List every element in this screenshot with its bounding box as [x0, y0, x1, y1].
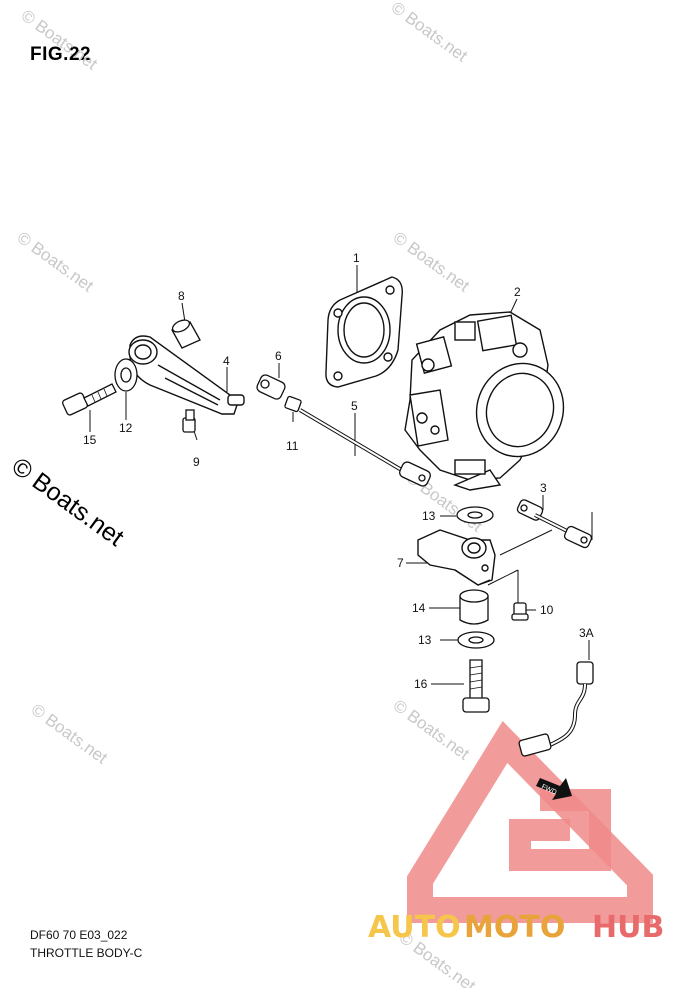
bracket-part	[417, 529, 496, 586]
throttle-body-part	[404, 311, 565, 491]
callout-15: 15	[83, 433, 97, 447]
watermark-layer: © Boats.net © Boats.net © Boats.net © Bo…	[6, 0, 486, 988]
callout-2: 2	[514, 285, 521, 299]
callout-1: 1	[353, 251, 360, 265]
callout-13-lower: 13	[418, 633, 432, 647]
gasket-part	[325, 276, 403, 388]
callout-6: 6	[275, 349, 282, 363]
callout-5: 5	[351, 399, 358, 413]
nut-part	[284, 395, 302, 413]
figure-caption: THROTTLE BODY-C	[30, 946, 143, 960]
link-rod-part	[516, 499, 593, 549]
pin-part	[182, 409, 196, 433]
brand-logo: AUTO MOTO HUB	[368, 721, 664, 945]
callout-12: 12	[119, 421, 133, 435]
brand-triangle-icon	[407, 721, 653, 923]
figure-title: FIG.22	[30, 44, 92, 65]
callout-9: 9	[193, 455, 200, 469]
collar-part	[171, 319, 201, 349]
watermark-small: © Boats.net	[18, 6, 101, 74]
callout-16: 16	[414, 677, 428, 691]
callout-8: 8	[178, 289, 185, 303]
screw-part	[511, 602, 529, 621]
callout-3: 3	[540, 481, 547, 495]
watermark-large: © Boats.net	[6, 452, 128, 552]
callout-labels: 1 2 3 3A 4 5 6 7 8 9 10 11 12 13 13 14 1…	[83, 251, 594, 691]
callout-4: 4	[223, 354, 230, 368]
brand-text-auto: AUTO	[368, 910, 461, 945]
watermark-small: © Boats.net	[388, 0, 471, 66]
callout-7: 7	[397, 556, 404, 570]
watermark-small: © Boats.net	[390, 696, 473, 764]
brand-text-hub: HUB	[592, 910, 664, 945]
washer-lower-part	[457, 631, 495, 649]
rod-end-part	[256, 374, 286, 400]
bolt-left-part	[61, 383, 117, 416]
figure-code: DF60 70 E03_022	[30, 928, 128, 942]
throttle-rod-part	[298, 408, 431, 487]
leader-lines	[89, 265, 593, 685]
washer-part	[114, 358, 138, 392]
callout-3a: 3A	[579, 626, 594, 640]
spacer-part	[459, 589, 489, 625]
watermark-small: © Boats.net	[28, 700, 111, 768]
watermark-small: © Boats.net	[14, 228, 97, 296]
brand-text-moto: MOTO	[464, 910, 565, 945]
callout-14: 14	[412, 601, 426, 615]
callout-11: 11	[286, 439, 299, 453]
washer-upper-part	[456, 506, 494, 524]
callout-10: 10	[540, 603, 554, 617]
callout-13-upper: 13	[422, 509, 436, 523]
brand-g-icon	[509, 789, 611, 871]
bolt-lower-part	[462, 659, 490, 713]
sensor-cable-part	[518, 661, 594, 757]
